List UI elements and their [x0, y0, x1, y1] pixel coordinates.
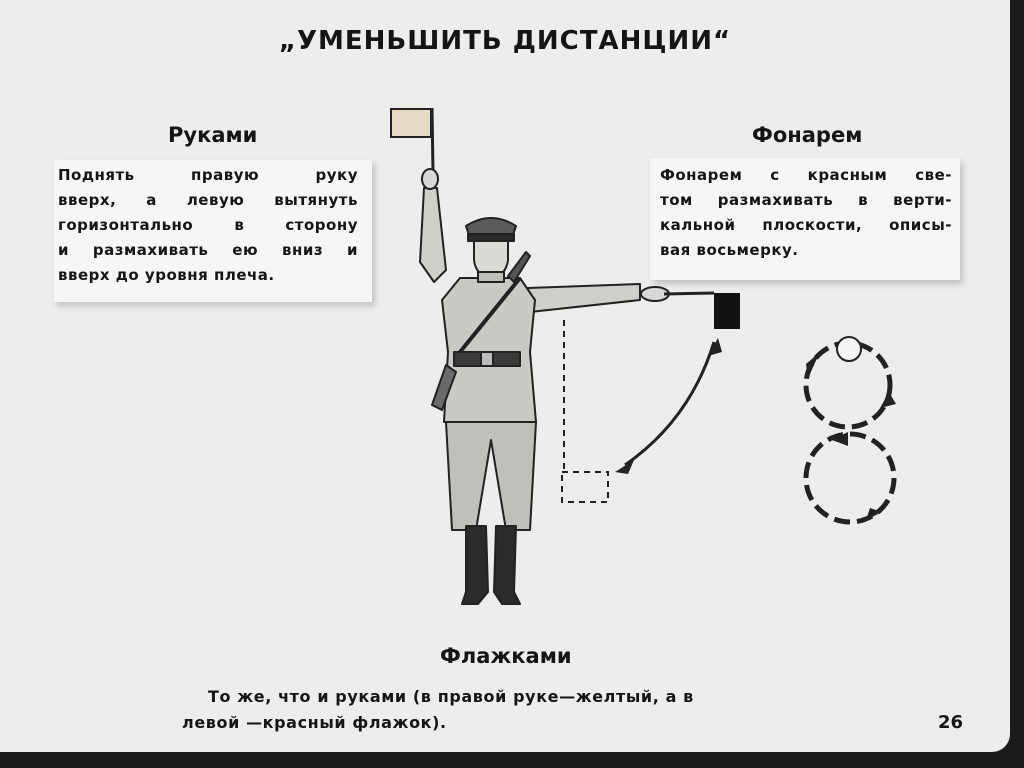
lantern-heading: Фонарем: [752, 123, 863, 147]
signal-illustration: [390, 107, 897, 605]
hands-text: Поднять правую руку вверх, а левую вытян…: [58, 163, 358, 288]
slide-page: „УМЕНЬШИТЬ ДИСТАНЦИИ“ Руками Поднять пра…: [0, 0, 1010, 752]
soldier-figure: [419, 168, 670, 605]
flags-heading: Флажками: [440, 644, 572, 668]
lantern-icon: [836, 336, 862, 362]
red-flag-icon: [663, 291, 740, 329]
hands-panel: [54, 160, 372, 302]
swing-arrow-icon: [615, 338, 722, 474]
page-title: „УМЕНЬШИТЬ ДИСТАНЦИИ“: [278, 26, 732, 56]
hands-heading: Руками: [168, 123, 258, 147]
lantern-line: Фонарем с красным све-: [660, 166, 952, 184]
lantern-line: кальной плоскости, описы-: [660, 216, 952, 234]
flags-line: левой —красный флажок).: [182, 713, 447, 732]
hands-line: вверх, а левую вытянуть: [58, 191, 358, 209]
page-number: 26: [938, 712, 964, 733]
lowered-position-outline: [561, 320, 609, 503]
hands-line: и размахивать ею вниз и: [58, 241, 358, 259]
direction-arrow-icon: [806, 352, 896, 520]
hands-line: вверх до уровня плеча.: [58, 266, 275, 284]
flags-line: То же, что и руками (в правой руке—желты…: [208, 687, 694, 706]
hands-line: горизонтально в сторону: [58, 216, 358, 234]
flags-text: То же, что и руками (в правой руке—желты…: [182, 684, 694, 736]
lantern-text: Фонарем с красным све- том размахивать в…: [660, 163, 952, 263]
figure-eight-icon: [803, 340, 897, 525]
lantern-panel: [650, 158, 960, 280]
yellow-flag-icon: [390, 107, 435, 173]
lantern-line: вая восьмерку.: [660, 241, 799, 259]
lantern-line: том размахивать в верти-: [660, 191, 952, 209]
hands-line: Поднять правую руку: [58, 166, 358, 184]
